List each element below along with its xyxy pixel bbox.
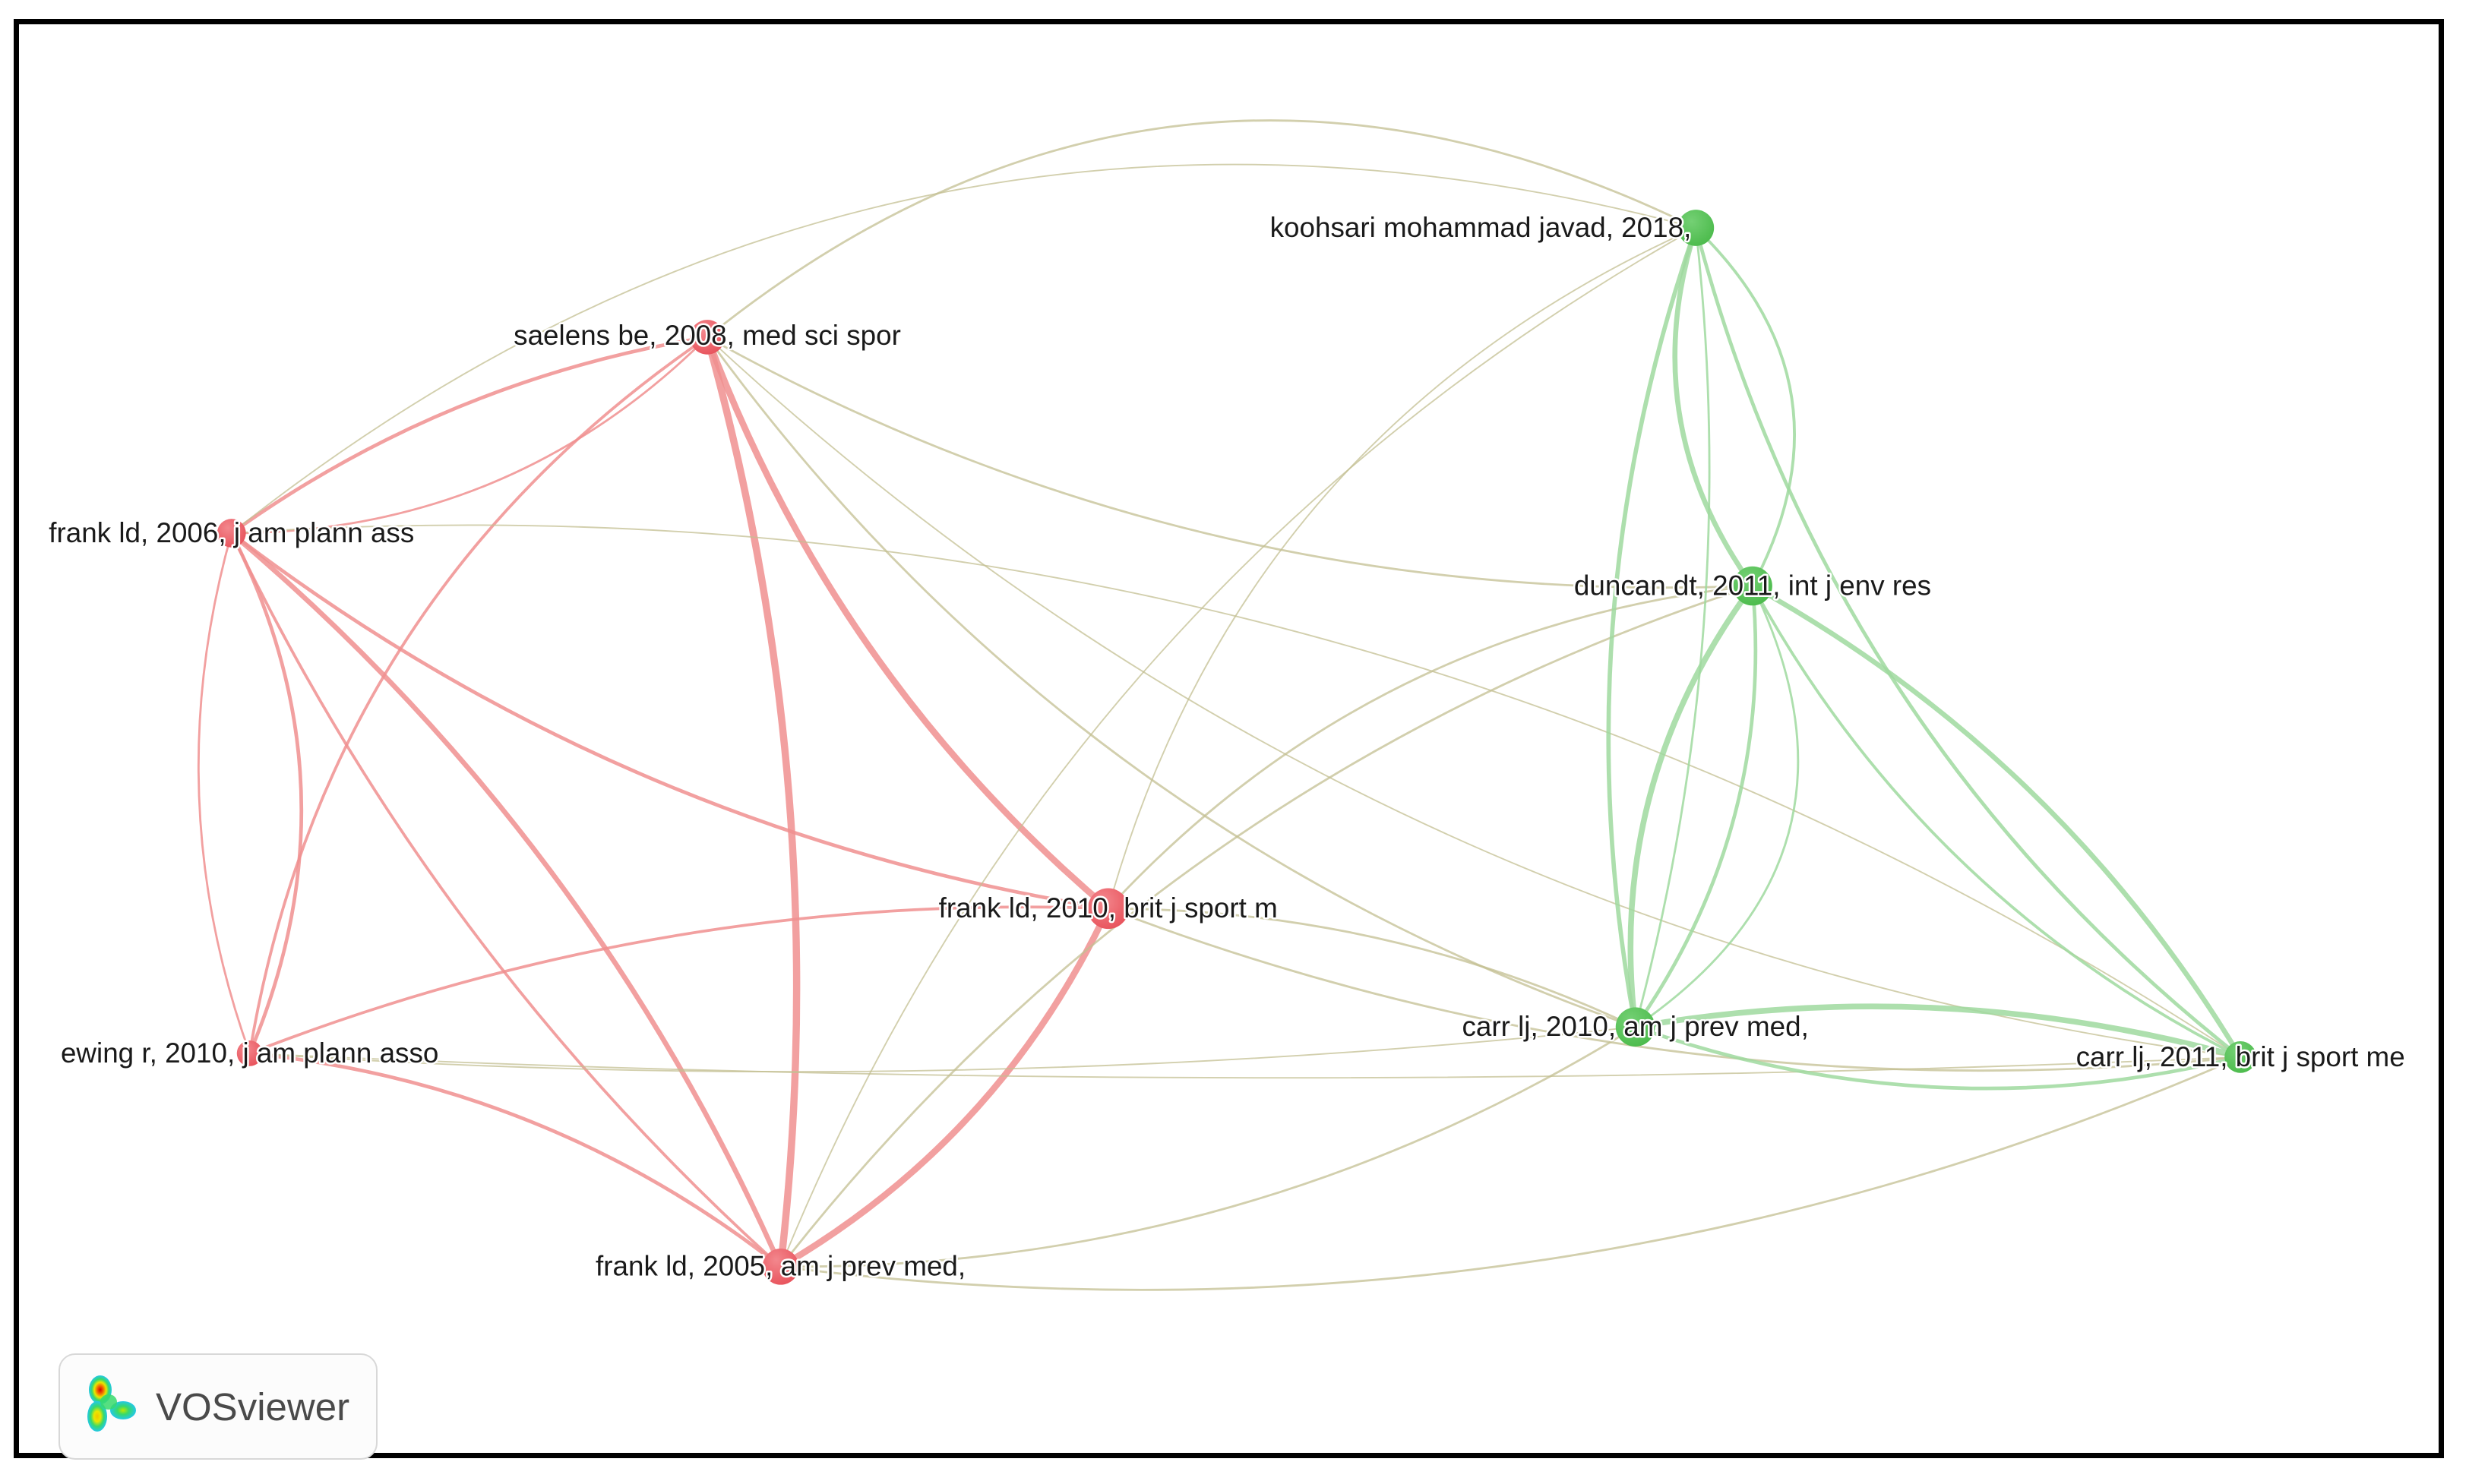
network-edge [1634, 585, 1800, 1028]
node-label-koohsari2018: koohsari mohammad javad, 2018, [1270, 212, 1692, 243]
network-edge [706, 119, 1697, 339]
nodes-layer[interactable] [217, 210, 2257, 1285]
network-edge [197, 532, 251, 1055]
network-node-carr2010[interactable] [1615, 1007, 1655, 1047]
network-node-carr2011[interactable] [2224, 1041, 2257, 1073]
network-edge [248, 905, 1110, 1055]
network-edge [706, 336, 1637, 1028]
network-edge [1633, 1025, 2243, 1091]
network-edge [229, 530, 783, 1270]
network-node-koohsari2018[interactable] [1677, 210, 1715, 246]
network-edge [229, 532, 782, 1268]
network-edge [1634, 226, 1711, 1028]
network-edge [1627, 583, 1756, 1030]
node-label-frank2010: frank ld, 2010, brit j sport m [939, 892, 1278, 924]
network-edge [1107, 227, 1697, 910]
node-label-frank2006: frank ld, 2006, j am plann ass [49, 517, 414, 548]
network-edge [1107, 907, 2242, 1072]
network-edge [779, 227, 1697, 1268]
network-edge [248, 1051, 782, 1269]
node-label-carr2010: carr lj, 2010, am j prev med, [1462, 1011, 1808, 1042]
network-edge [230, 524, 2242, 1058]
network-edge [1606, 226, 1699, 1030]
network-node-duncan2011[interactable] [1733, 566, 1772, 606]
vosviewer-badge[interactable]: VOSviewer [58, 1353, 378, 1460]
network-edge [230, 336, 709, 535]
network-edge [1633, 584, 1758, 1029]
network-edge [703, 333, 801, 1271]
network-edge [1107, 585, 1754, 910]
network-edge [1672, 225, 1756, 589]
network-edge [1632, 1003, 2243, 1060]
network-node-frank2005[interactable] [762, 1249, 799, 1285]
network-edge [230, 163, 1697, 534]
network-edge [706, 336, 1754, 589]
network-edge [229, 531, 304, 1056]
node-label-ewing2010: ewing r, 2010, j am plann asso [61, 1037, 438, 1069]
network-edge [1750, 583, 2243, 1060]
network-edge [248, 1026, 1636, 1073]
node-label-duncan2011: duncan dt, 2011, int j env res [1574, 570, 1931, 601]
network-edge [779, 1025, 1637, 1268]
network-node-frank2006[interactable] [217, 519, 246, 548]
network-edge [229, 335, 710, 535]
node-label-carr2011: carr lj, 2011, brit j sport me [2076, 1041, 2405, 1072]
network-node-frank2010[interactable] [1087, 888, 1129, 930]
network-node-saelens2008[interactable] [690, 320, 725, 355]
network-edge [703, 333, 1111, 912]
network-edge [707, 336, 2242, 1058]
network-edge [229, 531, 1111, 911]
network-edge [1107, 907, 1637, 1028]
node-label-saelens2008: saelens be, 2008, med sci spor [514, 320, 901, 351]
labels-layer: koohsari mohammad javad, 2018, saelens be… [47, 210, 2407, 1284]
network-edge [1751, 584, 2243, 1059]
node-label-frank2005: frank ld, 2005, am j prev med, [596, 1251, 966, 1282]
network-edge [248, 1052, 2242, 1079]
network-node-ewing2010[interactable] [236, 1040, 263, 1066]
network-edge [1693, 226, 2243, 1059]
vosviewer-badge-label: VOSviewer [156, 1385, 350, 1429]
network-edge [248, 336, 709, 1055]
network-graph[interactable]: koohsari mohammad javad, 2018, saelens be… [19, 24, 2439, 1453]
network-edge [779, 585, 1754, 1268]
network-edge [779, 1056, 2242, 1291]
network-canvas[interactable]: koohsari mohammad javad, 2018, saelens be… [14, 19, 2444, 1460]
edges-layer [197, 119, 2243, 1291]
vosviewer-density-logo-icon [87, 1375, 136, 1432]
network-edge [1694, 226, 1796, 588]
network-edge [777, 905, 1111, 1271]
